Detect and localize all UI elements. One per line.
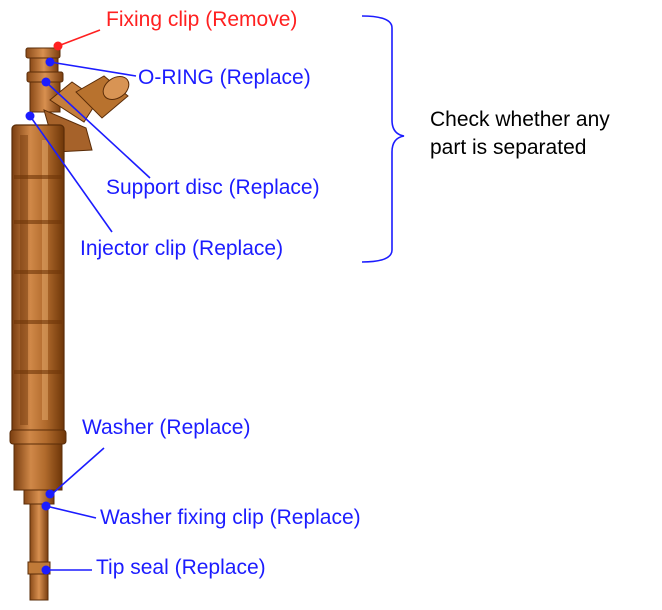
label-fixing-clip: Fixing clip (Remove) [106, 8, 298, 31]
leader-washer-fixing-clip [45, 505, 97, 519]
leader-support-disc [45, 81, 151, 179]
note-line-2: part is separated [430, 136, 587, 159]
grouping-bracket [361, 15, 405, 263]
dot-washer [45, 489, 55, 499]
leader-injector-clip [29, 115, 113, 233]
leader-o-ring [49, 61, 137, 77]
label-washer: Washer (Replace) [82, 416, 251, 439]
dot-fixing-clip [53, 41, 63, 51]
dot-support-disc [41, 77, 51, 87]
label-injector-clip: Injector clip (Replace) [80, 237, 284, 260]
leader-fixing-clip [57, 29, 101, 47]
leader-lines [29, 29, 151, 571]
label-tip-seal: Tip seal (Replace) [96, 556, 266, 579]
leader-washer [51, 447, 105, 495]
label-o-ring: O-RING (Replace) [138, 66, 311, 89]
label-washer-fixing-clip: Washer fixing clip (Replace) [100, 506, 361, 529]
injector-body [9, 124, 67, 445]
label-support-disc: Support disc (Replace) [106, 176, 320, 199]
injector-stem [27, 503, 51, 601]
callout-dots [25, 41, 63, 575]
dot-washer-fixing-clip [41, 501, 51, 511]
injector-lower-body [13, 443, 63, 505]
dot-tip-seal [41, 565, 51, 575]
separation-check-note: Check whether any part is separated [430, 106, 610, 162]
note-line-1: Check whether any [430, 108, 610, 131]
dot-injector-clip [25, 111, 35, 121]
dot-o-ring [45, 57, 55, 67]
